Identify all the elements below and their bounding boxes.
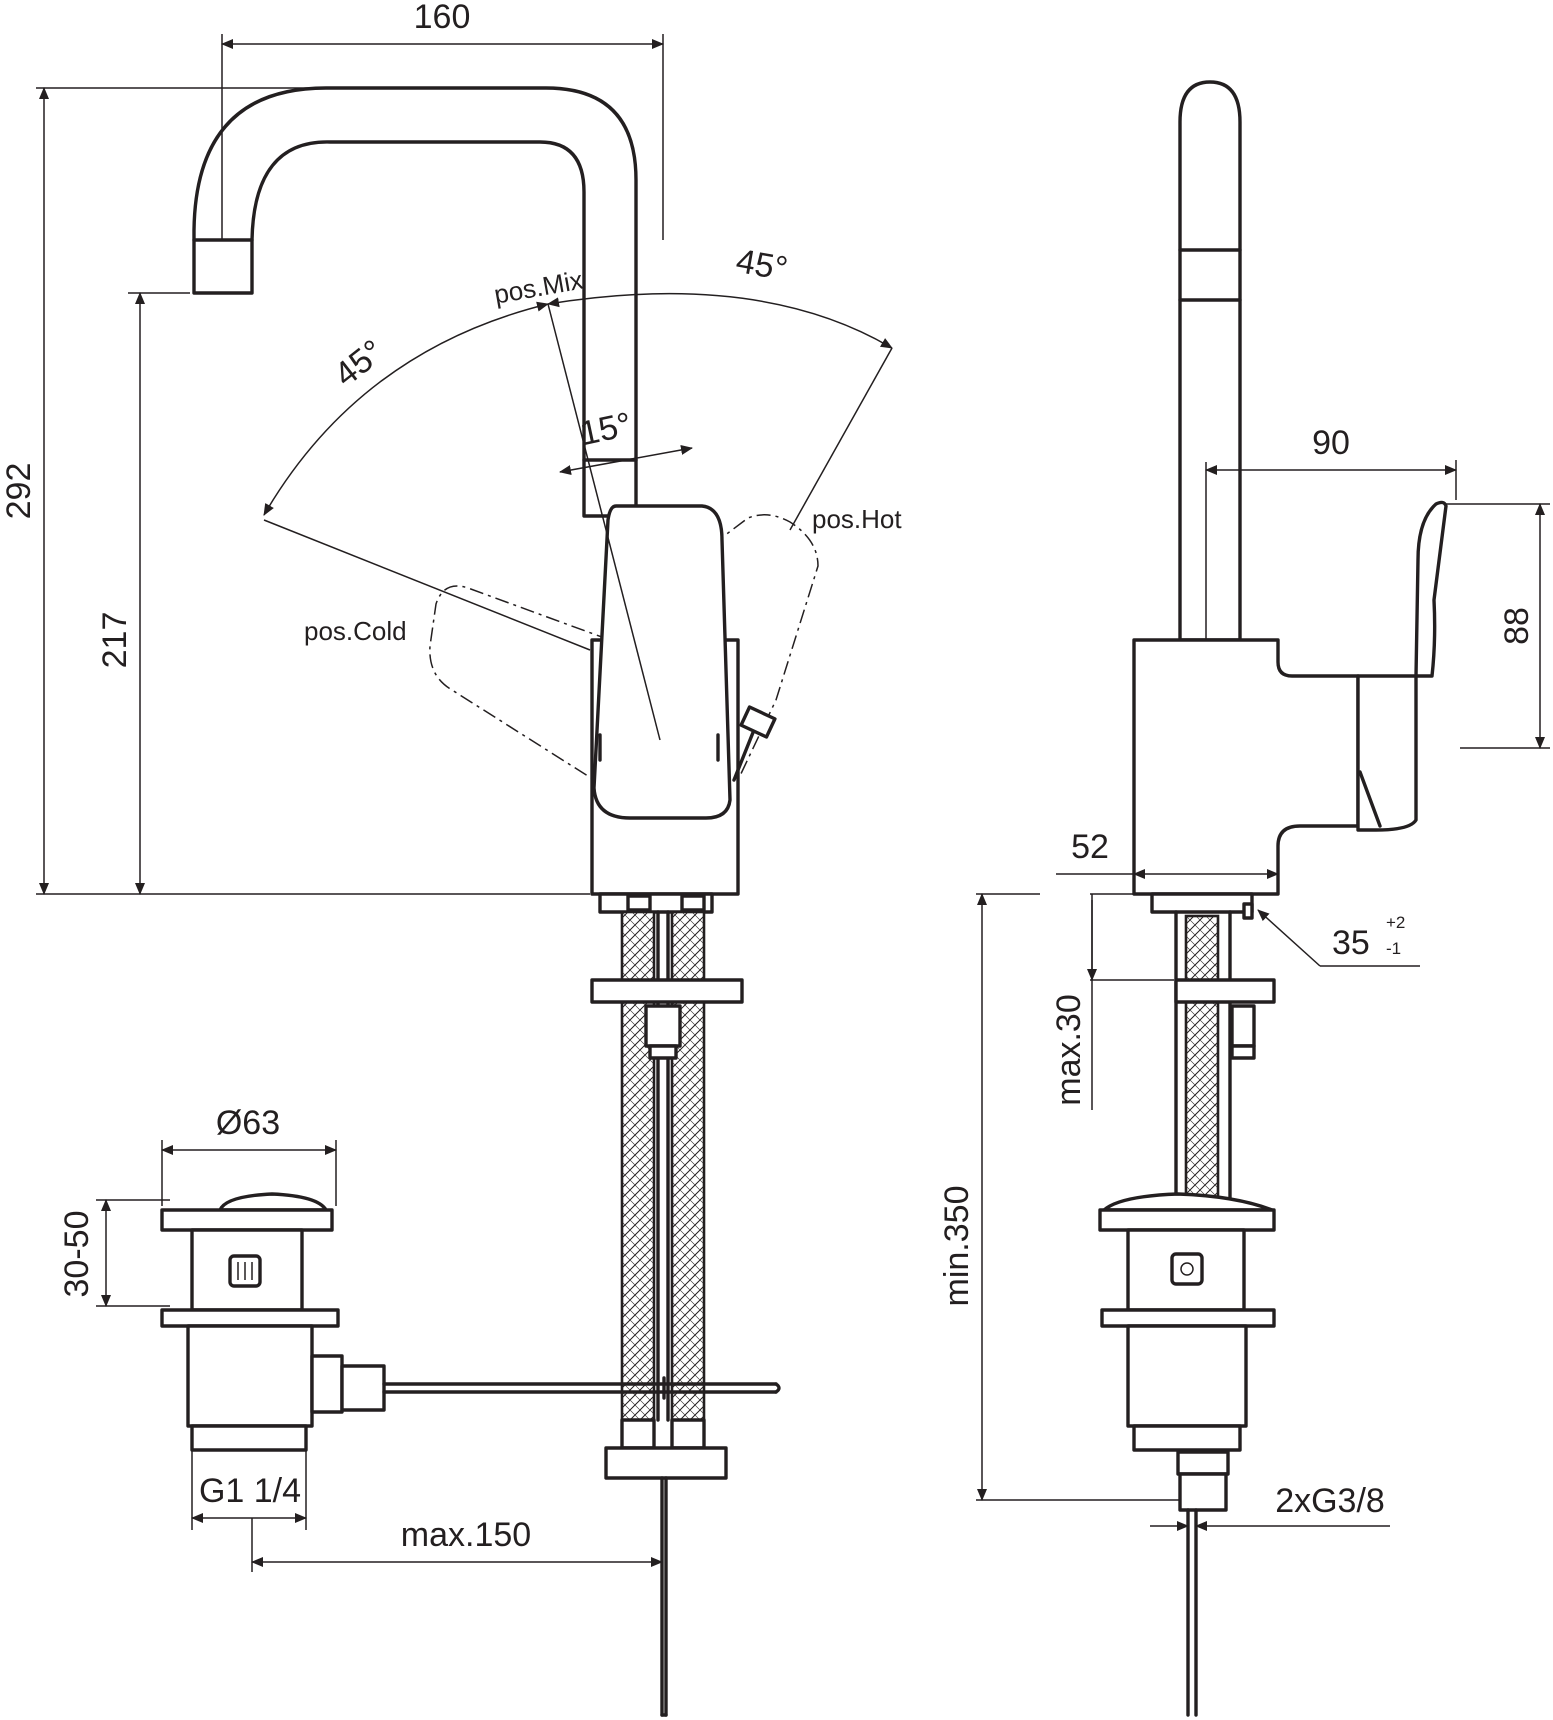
handle-pos-cold: [429, 585, 611, 791]
dim-waste-thread: G1 1/4: [199, 1472, 301, 1510]
dim-spout-height: 217: [96, 612, 134, 669]
side-hose: [1184, 914, 1220, 1208]
label-pos-hot: pos.Hot: [812, 504, 902, 534]
dim-handle-height: 88: [1498, 607, 1536, 645]
waste-body: [186, 1324, 314, 1428]
dim-hole-tol-minus: -1: [1386, 939, 1401, 958]
dimension-labels: 160 292 217 45° 45° 15° 90 88 52 35 +2 -…: [0, 0, 1536, 1554]
waste-flange: [160, 1208, 334, 1232]
dimension-lines: [36, 34, 1550, 1572]
dim-body-width: 52: [1071, 828, 1109, 866]
handle-pos-hot: [711, 514, 819, 781]
dim-hole-tol-plus: +2: [1386, 913, 1405, 932]
fixing-plate: [590, 978, 744, 1004]
waste-fitting: [160, 1192, 781, 1452]
dim-max-thickness: max.30: [1050, 994, 1088, 1106]
side-handle: [1356, 500, 1448, 832]
dim-angle-right: 45°: [733, 242, 790, 288]
dim-spout-reach: 160: [414, 0, 471, 36]
dim-total-height: 292: [0, 463, 38, 520]
label-pos-mix: pos.Mix: [492, 265, 585, 310]
side-spout: [1178, 80, 1242, 642]
dim-handle-projection: 90: [1312, 424, 1350, 462]
dim-waste-diameter: Ø63: [216, 1104, 280, 1142]
front-view: [192, 86, 819, 1717]
dim-hole-diameter: 35: [1332, 924, 1370, 962]
side-body: [1132, 638, 1360, 896]
spout: [192, 86, 638, 518]
lever-handle: [592, 504, 732, 820]
dim-waste-height: 30-50: [58, 1211, 96, 1298]
dim-hose-thread: 2xG3/8: [1275, 1482, 1385, 1520]
dim-rod-length: max.150: [401, 1516, 531, 1554]
side-view: [1098, 80, 1448, 1717]
dim-angle-left: 45°: [327, 333, 391, 395]
label-pos-cold: pos.Cold: [304, 616, 407, 646]
dim-min-length: min.350: [938, 1186, 976, 1307]
